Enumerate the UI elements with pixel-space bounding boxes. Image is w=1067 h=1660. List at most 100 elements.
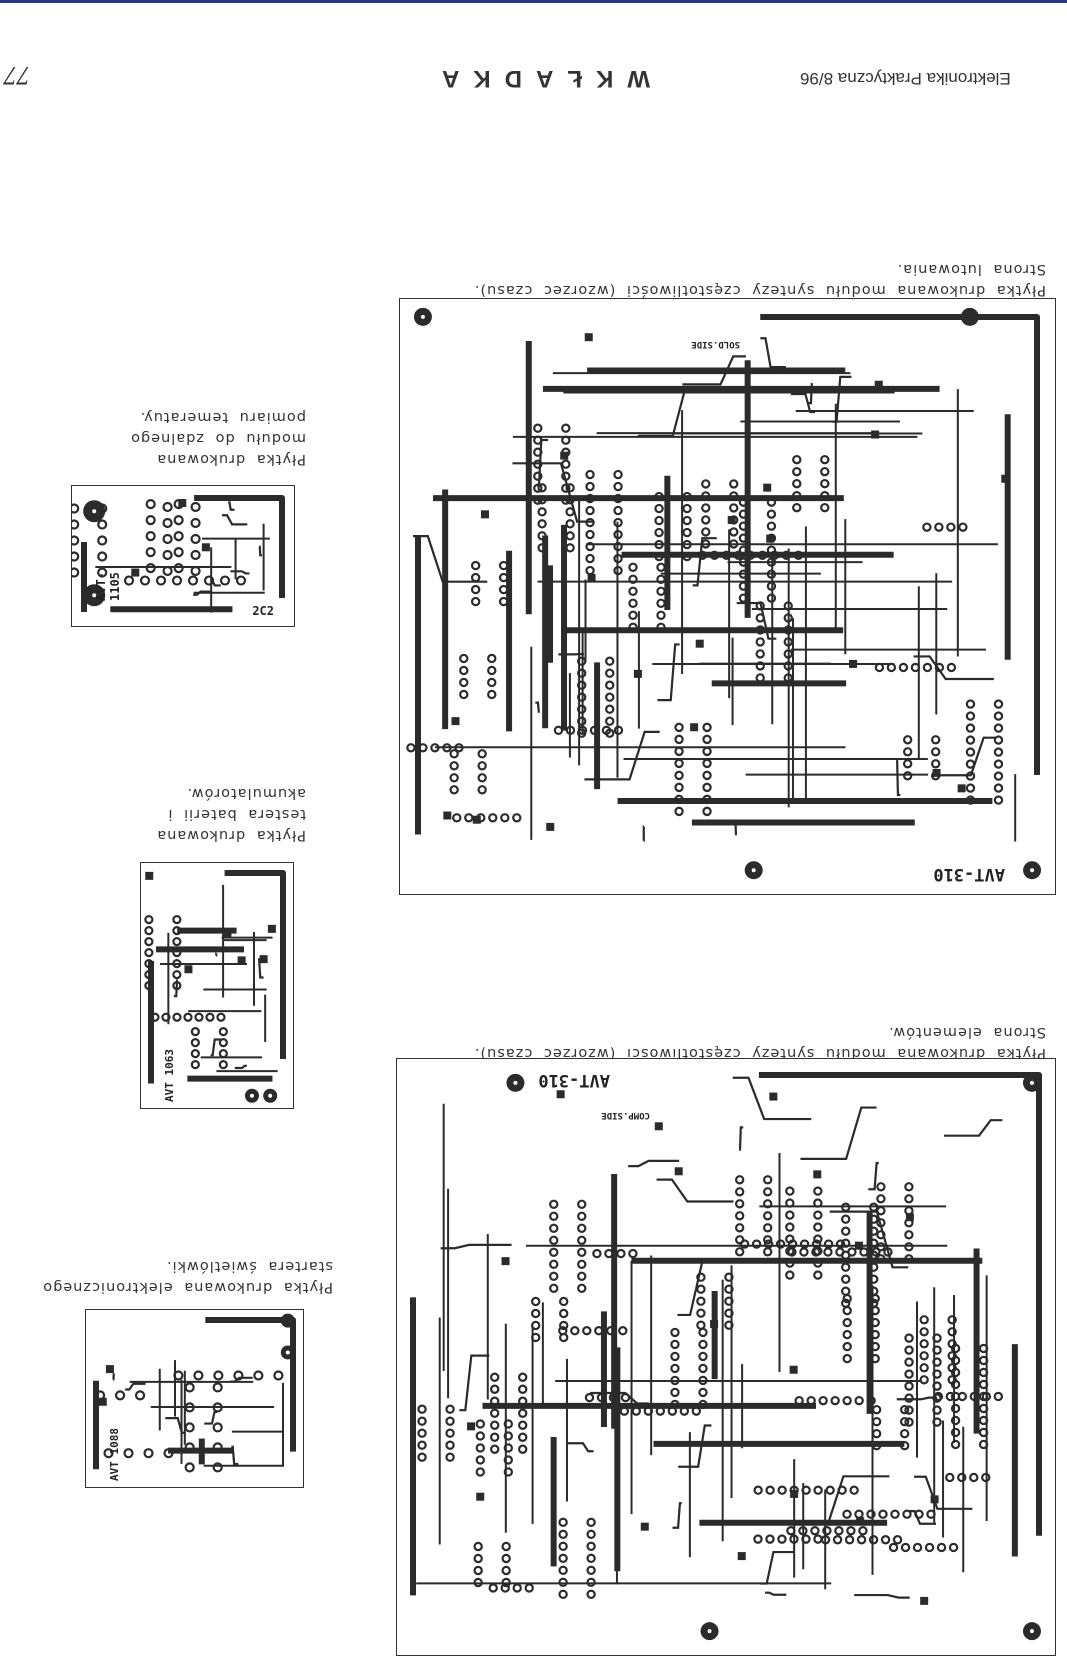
solder-pad <box>417 1404 427 1414</box>
solder-pad <box>914 1509 924 1519</box>
solder-pad <box>869 1298 879 1308</box>
solder-pad <box>445 1416 455 1426</box>
square-pad <box>556 1090 565 1099</box>
solder-pad <box>950 1439 961 1450</box>
solder-pad <box>751 1239 762 1249</box>
solder-pad <box>592 1248 602 1259</box>
solder-pad <box>878 1509 888 1519</box>
mounting-hole-drill <box>1029 1080 1034 1085</box>
square-pad <box>443 811 452 820</box>
signal-trace <box>258 545 263 557</box>
solder-pad <box>919 1339 929 1349</box>
solder-pad <box>993 759 1004 769</box>
solder-pad <box>530 1332 541 1343</box>
square-pad <box>145 871 154 880</box>
solder-pad <box>537 519 547 529</box>
square-pad <box>905 1213 914 1222</box>
solder-pad <box>103 1448 114 1459</box>
solder-pad <box>605 680 615 690</box>
solder-pad <box>950 1415 961 1426</box>
solder-pad <box>724 1296 734 1306</box>
solder-pad <box>813 1270 823 1280</box>
solder-pad <box>517 1396 528 1406</box>
solder-pad <box>813 1222 823 1232</box>
solder-pad <box>172 981 182 991</box>
solder-pad <box>184 1462 195 1473</box>
solder-pad <box>762 1223 773 1233</box>
solder-pad <box>488 813 498 823</box>
solder-pad <box>445 1404 455 1414</box>
solder-pad <box>932 1345 942 1355</box>
solder-pad <box>190 565 201 577</box>
solder-pad <box>842 1305 852 1316</box>
signal-trace <box>657 643 680 702</box>
solder-pad <box>904 1242 914 1252</box>
solder-pad <box>904 1194 914 1204</box>
solder-pad <box>475 1443 485 1453</box>
solder-pad <box>558 1320 569 1331</box>
solder-pad <box>144 959 154 969</box>
solder-pad <box>934 522 944 532</box>
solder-pad <box>702 746 712 757</box>
solder-pad <box>144 981 154 991</box>
solder-pad <box>766 497 777 507</box>
solder-pad <box>613 565 623 576</box>
solder-pad <box>184 1442 195 1453</box>
solder-pad <box>656 574 666 585</box>
solder-pad <box>475 1467 485 1477</box>
solder-pad <box>930 747 941 757</box>
solder-pad <box>902 747 913 757</box>
solder-pad <box>738 533 749 543</box>
solder-pad <box>870 1341 880 1352</box>
solder-pad <box>886 662 897 673</box>
solder-pad <box>679 1406 690 1416</box>
solder-pad <box>628 562 638 573</box>
solder-pad <box>616 1248 626 1259</box>
solder-pad <box>216 1012 226 1022</box>
solder-pad <box>449 761 459 771</box>
signal-trace <box>734 821 738 836</box>
solder-pad <box>762 1235 773 1245</box>
solder-pad <box>785 1258 795 1268</box>
solder-pad <box>477 773 487 783</box>
solder-pad <box>565 483 575 493</box>
solder-pad <box>173 531 184 542</box>
solder-pad <box>698 1351 708 1362</box>
signal-trace <box>210 580 221 587</box>
solder-pad <box>503 1467 513 1477</box>
solder-pad <box>787 1247 797 1257</box>
solder-pad <box>766 569 777 579</box>
signal-trace <box>440 1243 512 1250</box>
solder-pad <box>965 747 976 757</box>
mounting-hole-drill <box>92 593 97 598</box>
signal-trace <box>112 1373 115 1381</box>
solder-pad <box>811 1247 821 1257</box>
solder-pad <box>869 1262 879 1272</box>
solder-pad <box>702 734 712 745</box>
solder-pad <box>145 547 156 558</box>
solder-pad <box>631 1406 642 1416</box>
solder-pad <box>577 1211 587 1221</box>
square-pad <box>584 333 593 342</box>
solder-pad <box>844 1535 855 1545</box>
solder-pad <box>656 586 666 597</box>
side-label: SOLD.SIDE <box>691 339 740 349</box>
solder-pad <box>813 1258 823 1268</box>
solder-pad <box>965 795 976 805</box>
solder-pad <box>613 541 623 552</box>
solder-pad <box>820 502 830 513</box>
solder-pad <box>628 598 638 609</box>
solder-pad <box>72 551 80 562</box>
solder-pad <box>533 423 543 433</box>
solder-pad <box>783 637 793 647</box>
solder-pad <box>489 1384 500 1394</box>
solder-pad <box>858 1526 868 1536</box>
solder-pad <box>783 673 793 683</box>
side-label: COMP.SIDE <box>601 1110 650 1120</box>
solder-pad <box>442 743 452 753</box>
solder-pad <box>586 1541 596 1552</box>
solder-pad <box>449 773 459 783</box>
solder-pad <box>890 1509 900 1519</box>
solder-pad <box>655 1406 666 1416</box>
solder-pad <box>869 1202 879 1212</box>
